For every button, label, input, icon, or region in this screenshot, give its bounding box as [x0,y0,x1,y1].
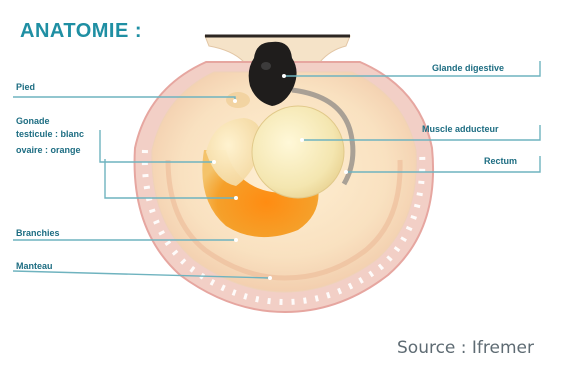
digestive-gland-highlight [261,62,271,70]
label-manteau: Manteau [16,261,53,271]
adductor-muscle [252,106,344,198]
label-glande-digestive: Glande digestive [432,63,504,73]
label-testicule: testicule : blanc [16,129,84,139]
source-credit: Source : Ifremer [397,338,534,358]
label-rectum: Rectum [484,156,517,166]
diagram-title: ANATOMIE : [20,20,142,43]
pied [226,92,250,108]
label-branchies: Branchies [16,228,60,238]
label-gonade: Gonade [16,116,50,126]
label-muscle-adducteur: Muscle adducteur [422,124,499,134]
label-pied: Pied [16,82,35,92]
label-ovaire: ovaire : orange [16,145,81,155]
